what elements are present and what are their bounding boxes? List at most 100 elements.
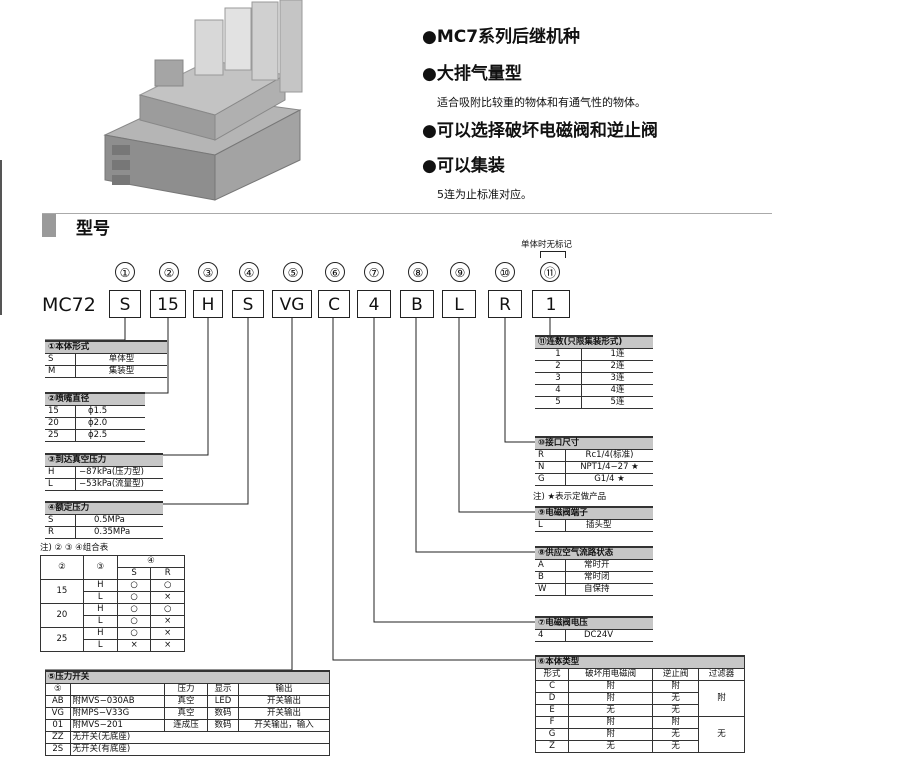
cell: 1	[535, 348, 582, 361]
cell: 无开关(有底座)	[69, 743, 331, 756]
cell: 25	[40, 627, 84, 652]
cell: 0.5MPa	[75, 514, 163, 527]
table-title: ②喷嘴直径	[45, 392, 145, 406]
cell: 附	[568, 680, 654, 693]
cell: ②	[40, 555, 84, 580]
feature-2-title: ●大排气量型	[422, 64, 522, 84]
cell: D	[534, 692, 570, 705]
cell: 4连	[581, 384, 653, 397]
cell: L	[45, 478, 76, 491]
cell: 5	[535, 396, 582, 409]
table-title: ⑥本体类型	[535, 655, 745, 669]
cell: 15	[40, 579, 84, 604]
cell: 开关输出，输入	[238, 719, 330, 732]
note-bracket	[540, 251, 566, 258]
table-title: ③到达真空压力	[45, 453, 163, 467]
cell: 附MPS−V33G	[69, 707, 166, 720]
cell: 附	[568, 728, 654, 741]
cell: 数码	[207, 707, 240, 720]
cell: ×	[150, 627, 185, 640]
code-box-7: 4	[357, 290, 391, 318]
cell: L	[82, 591, 118, 604]
cell: 无	[568, 704, 654, 717]
cell: 5连	[581, 396, 653, 409]
cell: 过滤器	[698, 668, 745, 681]
port-note: 注) ★表示定做产品	[533, 492, 607, 502]
cell: 附MVS−030AB	[69, 695, 166, 708]
cell: M	[45, 365, 76, 378]
cell: 0.35MPa	[75, 526, 163, 539]
code-box-8: B	[400, 290, 434, 318]
cell: LED	[207, 695, 240, 708]
feature-1-title: ●MC7系列后继机种	[422, 27, 581, 47]
cell: E	[534, 704, 570, 717]
cell: 集装型	[75, 365, 167, 378]
cell: S	[116, 567, 152, 580]
cell: S	[45, 514, 76, 527]
code-box-3: H	[193, 290, 223, 318]
cell: R	[535, 449, 566, 462]
cell: Rc1/4(标准)	[565, 449, 653, 462]
cell: ○	[150, 579, 185, 592]
feature-2-desc: 适合吸附比较重的物体和有通气性的物体。	[437, 96, 646, 109]
code-box-2: 15	[150, 290, 186, 318]
table-title: ①本体形式	[45, 340, 167, 354]
cell: G1/4 ★	[565, 473, 653, 486]
cell: 自保持	[565, 583, 653, 596]
feature-4-title: ●可以集装	[422, 156, 505, 176]
table-title: ④额定压力	[45, 501, 163, 515]
cell: 附MVS−201	[69, 719, 166, 732]
cell: 压力	[164, 683, 209, 696]
num-8: ⑧	[408, 262, 428, 282]
section-rule	[42, 213, 772, 214]
num-5: ⑤	[283, 262, 303, 282]
cell: F	[534, 716, 570, 729]
num-9: ⑨	[450, 262, 470, 282]
table-title: ⑤压力开关	[45, 670, 330, 684]
cell: AB	[45, 695, 71, 708]
model-prefix: MC72	[42, 294, 96, 316]
cell: ○	[116, 615, 152, 628]
cell: 连成压	[164, 719, 209, 732]
table-title: ⑨电磁阀端子	[535, 506, 653, 520]
cell: ×	[150, 639, 185, 652]
cell: S	[45, 353, 76, 366]
cell: 25	[45, 429, 76, 442]
cell: ⑤	[45, 683, 71, 696]
cell: NPT1/4−27 ★	[565, 461, 653, 474]
code-box-5: VG	[272, 290, 312, 318]
cell: 无	[698, 716, 745, 753]
cell: 附	[652, 680, 700, 693]
num-4: ④	[239, 262, 259, 282]
cell: 1连	[581, 348, 653, 361]
cell: 破坏用电磁阀	[568, 668, 654, 681]
cell: 附	[568, 692, 654, 705]
feature-3-title: ●可以选择破坏电磁阀和逆止阀	[422, 121, 658, 141]
cell: R	[45, 526, 76, 539]
cell: 形式	[534, 668, 570, 681]
num-7: ⑦	[364, 262, 384, 282]
code-box-4: S	[232, 290, 264, 318]
cell: W	[535, 583, 566, 596]
cell: 无	[568, 740, 654, 753]
cell: 无	[652, 704, 700, 717]
cell: 4	[535, 629, 566, 642]
cell: ×	[116, 639, 152, 652]
cell: 15	[45, 405, 76, 418]
cell: 无	[652, 692, 700, 705]
cell: VG	[45, 707, 71, 720]
code-box-9: L	[442, 290, 476, 318]
table-title: ⑩接口尺寸	[535, 436, 653, 450]
cell: 附	[698, 680, 745, 717]
cell: ZZ	[45, 731, 71, 744]
cell: ○	[116, 591, 152, 604]
cell: 常时开	[565, 559, 653, 572]
